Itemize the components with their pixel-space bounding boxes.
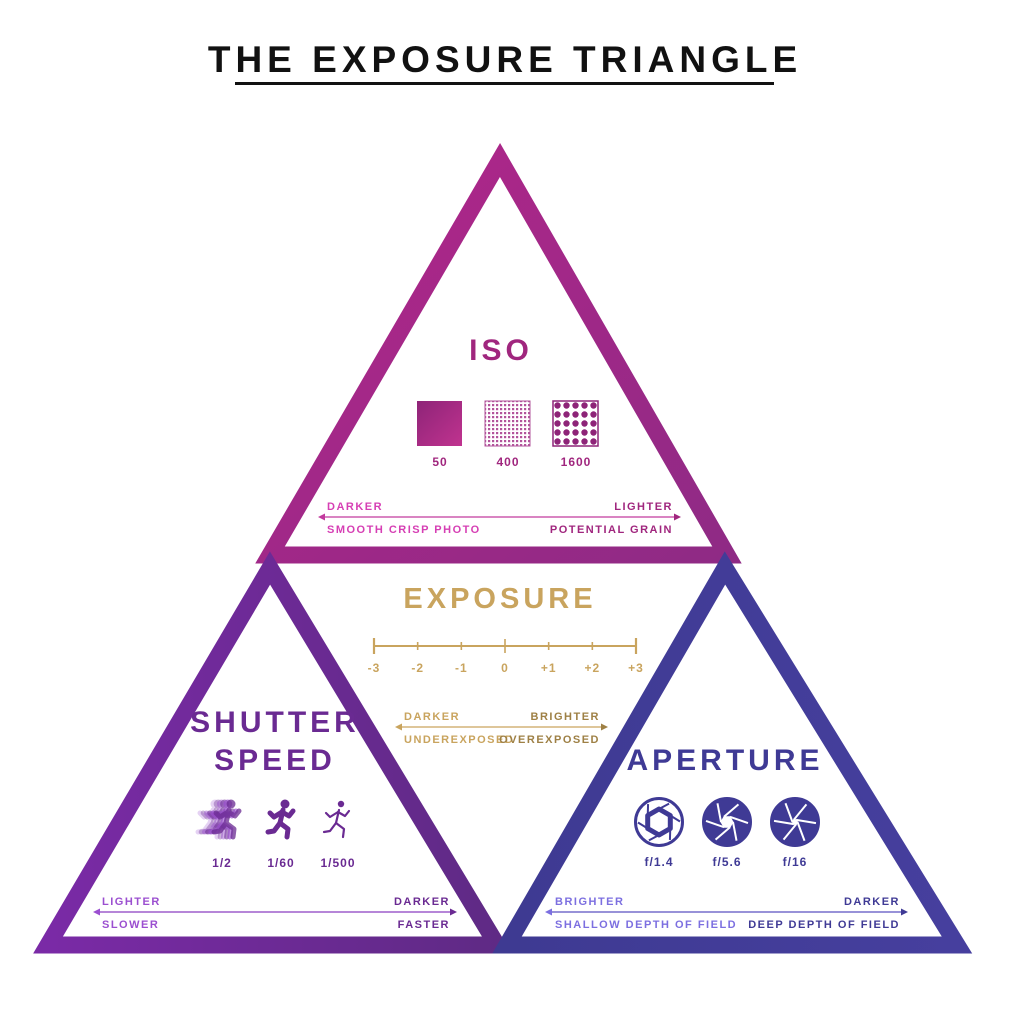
shutter-triangle	[33, 551, 513, 954]
iso-grain-dot	[563, 438, 570, 445]
iso-heading: ISO	[469, 334, 533, 367]
iso-grain-dot	[581, 429, 588, 436]
aperture-darker-label: DARKER	[844, 896, 900, 908]
exposure-tick-label: +3	[628, 661, 644, 675]
iso-grain-dot	[554, 420, 561, 427]
iso-grain-dot	[590, 411, 597, 418]
aperture-deep-label: DEEP DEPTH OF FIELD	[748, 919, 900, 931]
exposure-tick-label: -1	[455, 661, 468, 675]
exposure-over-label: OVEREXPOSED	[499, 734, 600, 746]
iso-triangle	[255, 143, 742, 564]
iso-grain-dot	[563, 411, 570, 418]
shutter-scale-arrow	[93, 908, 457, 916]
aperture-label-f1-4: f/1.4	[644, 855, 673, 869]
iso-grain-dot	[554, 411, 561, 418]
exposure-tick-label: -3	[368, 661, 381, 675]
iso-grain-dot	[554, 402, 561, 409]
shutter-label-1-2: 1/2	[212, 856, 232, 870]
iso-grain-dot	[572, 429, 579, 436]
iso-grain-dot	[572, 438, 579, 445]
shutter-heading-line2: SPEED	[214, 744, 336, 777]
shutter-slower-label: SLOWER	[102, 919, 159, 931]
exposure-tick-label: 0	[501, 661, 509, 675]
iso-grain-dot	[581, 411, 588, 418]
shutter-faster-label: FASTER	[398, 919, 450, 931]
aperture-scale-arrow	[545, 908, 908, 916]
iso-grain-dot	[590, 438, 597, 445]
aperture-triangle	[492, 551, 973, 954]
iso-grain-dot	[563, 429, 570, 436]
iso-grain-dot	[590, 402, 597, 409]
iso-1600-icon	[552, 400, 599, 447]
aperture-shallow-label: SHALLOW DEPTH OF FIELD	[555, 919, 737, 931]
iso-grain-dot	[563, 420, 570, 427]
iso-grain-dot	[554, 438, 561, 445]
iso-50-icon	[417, 401, 462, 446]
shutter-heading-line1: SHUTTER	[190, 706, 360, 739]
iso-grain-dot	[572, 402, 579, 409]
iso-grain-dot	[563, 402, 570, 409]
iso-label-400: 400	[496, 455, 519, 469]
iso-grain-dot	[572, 420, 579, 427]
aperture-label-f16: f/16	[783, 855, 808, 869]
iso-grain-dot	[572, 411, 579, 418]
exposure-scale-arrow	[395, 723, 608, 731]
iso-grain-dot	[590, 420, 597, 427]
exposure-brighter-label: BRIGHTER	[531, 711, 600, 723]
aperture-brighter-label: BRIGHTER	[555, 896, 624, 908]
iso-400-icon	[484, 400, 531, 447]
page-title: THE EXPOSURE TRIANGLE	[208, 39, 802, 80]
exposure-under-label: UNDEREXPOSED	[404, 734, 514, 746]
iso-grain-dot	[590, 429, 597, 436]
iso-darker-label: DARKER	[327, 501, 383, 513]
iso-grain-dot	[581, 402, 588, 409]
iso-lighter-label: LIGHTER	[614, 501, 673, 513]
exposure-tick-label: -2	[411, 661, 424, 675]
aperture-label-f5-6: f/5.6	[712, 855, 741, 869]
title-underline	[235, 82, 774, 85]
iso-scale-arrow	[318, 513, 681, 521]
shutter-label-1-500: 1/500	[320, 856, 355, 870]
shutter-lighter-label: LIGHTER	[102, 896, 161, 908]
aperture-heading: APERTURE	[626, 744, 823, 777]
blurred-runner-icon	[195, 799, 242, 840]
iso-grain-dot	[581, 420, 588, 427]
runner-icon	[265, 799, 296, 840]
iso-grain-dot	[554, 429, 561, 436]
aperture-narrow-icon	[770, 797, 820, 847]
exposure-tick-label: +1	[541, 661, 557, 675]
aperture-wide-icon	[634, 797, 684, 847]
iso-label-50: 50	[432, 455, 447, 469]
iso-grain-dot	[581, 438, 588, 445]
aperture-medium-icon	[702, 797, 752, 847]
exposure-darker-label: DARKER	[404, 711, 460, 723]
shutter-label-1-60: 1/60	[267, 856, 294, 870]
iso-grain-label: POTENTIAL GRAIN	[550, 524, 673, 536]
exposure-tick-label: +2	[584, 661, 600, 675]
shutter-darker-label: DARKER	[394, 896, 450, 908]
exposure-heading: EXPOSURE	[403, 583, 596, 615]
iso-label-1600: 1600	[561, 455, 592, 469]
iso-smooth-label: SMOOTH CRISP PHOTO	[327, 524, 481, 536]
sharp-runner-icon	[322, 800, 351, 839]
